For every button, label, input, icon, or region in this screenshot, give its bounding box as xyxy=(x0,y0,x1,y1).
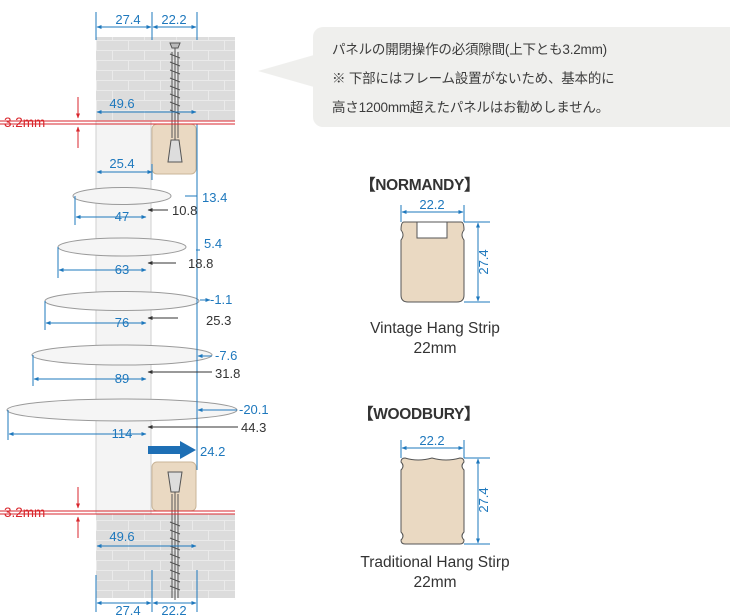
top-dim-274: 27.4 xyxy=(115,12,140,27)
louver-2-offset: 18.8 xyxy=(188,256,213,271)
louver-1-offset: 10.8 xyxy=(172,203,197,218)
louver-2-width: 63 xyxy=(115,262,129,277)
louver-1-width: 47 xyxy=(115,209,129,224)
normandy-caption: Vintage Hang Strip 22mm xyxy=(325,319,545,359)
normandy-width: 22.2 xyxy=(419,197,444,212)
louver-47 xyxy=(72,187,172,205)
top-frame xyxy=(96,37,235,121)
louver-1-overhang: 13.4 xyxy=(202,190,227,205)
note-line-2: ※ 下部にはフレーム設置がないため、基本的に xyxy=(332,71,615,86)
normandy-height: 27.4 xyxy=(476,249,491,274)
top-dim-222: 22.2 xyxy=(161,12,186,27)
louver-63 xyxy=(57,237,187,257)
callout-pointer xyxy=(258,55,314,87)
woodbury-title: 【WOODBURY】 xyxy=(358,406,480,423)
normandy-caption-size: 22mm xyxy=(413,340,457,357)
note-line-3: 高さ1200mm超えたパネルはお勧めしません。 xyxy=(332,100,610,115)
normandy-title: 【NORMANDY】 xyxy=(360,177,480,194)
normandy-profile xyxy=(400,205,490,303)
woodbury-height: 27.4 xyxy=(476,487,491,512)
offset-arrow-value: 24.2 xyxy=(200,444,225,459)
offset-arrow xyxy=(148,441,196,459)
louver-76 xyxy=(44,291,200,311)
top-strip-width: 49.6 xyxy=(109,96,134,111)
louver-3-overhang: -1.1 xyxy=(210,292,232,307)
bottom-dim-274: 27.4 xyxy=(115,603,140,615)
louver-5-overhang: -20.1 xyxy=(239,402,269,417)
note-callout: パネルの開閉操作の必須隙間(上下とも3.2mm) ※ 下部にはフレーム設置がない… xyxy=(313,27,730,127)
louver-2-overhang: 5.4 xyxy=(204,236,222,251)
woodbury-width: 22.2 xyxy=(419,433,444,448)
woodbury-caption: Traditional Hang Stirp 22mm xyxy=(325,553,545,593)
louver-4-offset: 31.8 xyxy=(215,366,240,381)
bottom-strip-width: 49.6 xyxy=(109,529,134,544)
woodbury-profile xyxy=(400,440,490,545)
louver-3-width: 76 xyxy=(115,315,129,330)
louver-5-width: 114 xyxy=(112,426,133,441)
inner-width-label: 25.4 xyxy=(109,156,134,171)
louver-89 xyxy=(31,344,213,366)
top-gap-label: 3.2mm xyxy=(4,115,45,130)
normandy-caption-name: Vintage Hang Strip xyxy=(370,320,500,337)
bottom-dim-222: 22.2 xyxy=(161,603,186,615)
louver-4-width: 89 xyxy=(115,371,129,386)
louver-3-offset: 25.3 xyxy=(206,313,231,328)
louver-4-overhang: -7.6 xyxy=(215,348,237,363)
woodbury-caption-size: 22mm xyxy=(413,574,457,591)
woodbury-caption-name: Traditional Hang Stirp xyxy=(360,554,510,571)
bottom-gap-label: 3.2mm xyxy=(4,505,45,520)
louver-5-offset: 44.3 xyxy=(241,420,266,435)
note-line-1: パネルの開閉操作の必須隙間(上下とも3.2mm) xyxy=(332,42,607,57)
bottom-frame xyxy=(96,514,235,598)
